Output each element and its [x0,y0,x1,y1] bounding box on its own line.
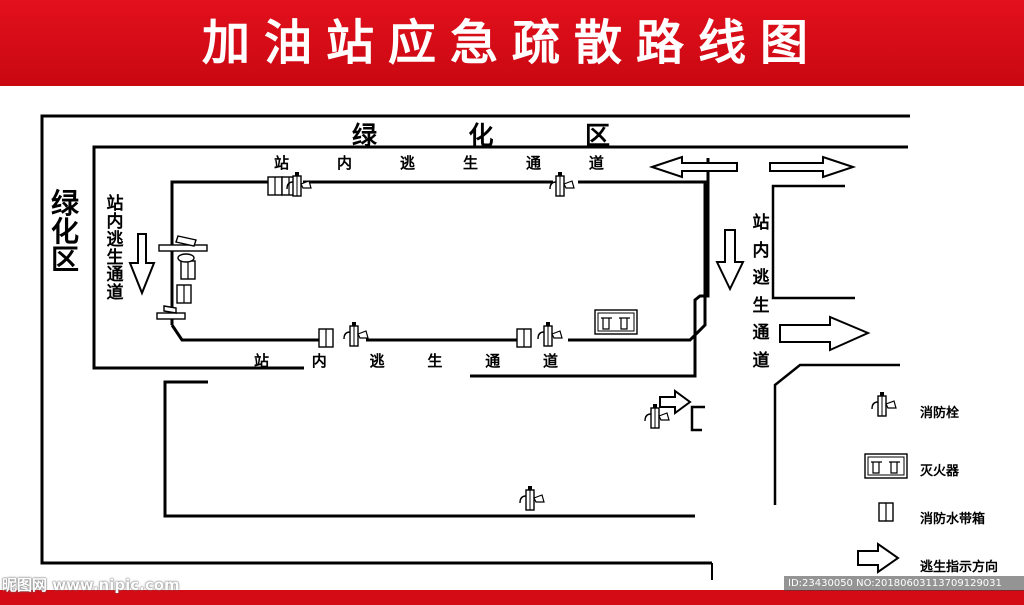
corridor-label-top: 站内逃生通道 [274,154,604,172]
escape-arrows [128,155,871,415]
fire-hydrant-icon [519,485,545,511]
corridor-label-right: 站内逃生通道 [752,213,770,371]
legend-fire-hose-box-icon [878,502,894,522]
arrow-down-right [715,229,745,292]
arrow-down-left [128,233,156,296]
right-side-structures [690,184,900,505]
arrow-left-top [648,155,738,179]
fire-hose-box-icon [176,284,192,304]
legend-escape-arrow-icon [857,542,900,574]
legend-label-extinguisher: 灭火器 [920,464,960,479]
zone-label-top: 绿化区 [352,121,612,150]
legend-icons [857,391,908,574]
page-title: 加油站应急疏散路线图 [201,15,822,71]
arrow-right-small [659,389,692,415]
fire-hose-box-icon [267,176,283,196]
legend-label-hydrant: 消防栓 [920,406,960,421]
title-banner: 加油站应急疏散路线图 [0,0,1024,86]
dispenser-top-icon [158,235,208,263]
watermark-id: ID:23430050 NO:20180603113709129031 [784,576,1024,591]
corridor-label-bottom: 站内逃生通道 [254,352,558,370]
watermark-site: 昵图网 www.nipic.com [2,576,180,594]
fire-extinguisher-icon [594,309,638,335]
fire-hose-box-icon [516,328,532,348]
fire-hydrant-icon [537,321,563,347]
fire-hydrant-icon [343,321,369,347]
legend-label-escape-direction: 逃生指示方向 [920,560,999,575]
station-boundary [40,114,910,580]
bottom-band [0,590,1024,605]
legend-fire-hydrant-icon [871,391,897,417]
fire-hose-box-icon [180,260,196,280]
zone-label-left: 绿化区 [50,187,79,276]
legend-fire-extinguisher-icon [864,453,908,479]
dispenser-bottom-icon [156,305,186,320]
equipment [156,171,670,511]
corridor-label-left: 站内逃生通道 [106,194,124,304]
arrow-right-big [779,315,871,352]
legend-label-hose-box: 消防水带箱 [920,512,986,527]
arrow-right-top [769,155,857,179]
fire-hose-box-icon [318,328,334,348]
fire-hydrant-icon [549,171,575,197]
inner-escape-route [170,180,707,342]
